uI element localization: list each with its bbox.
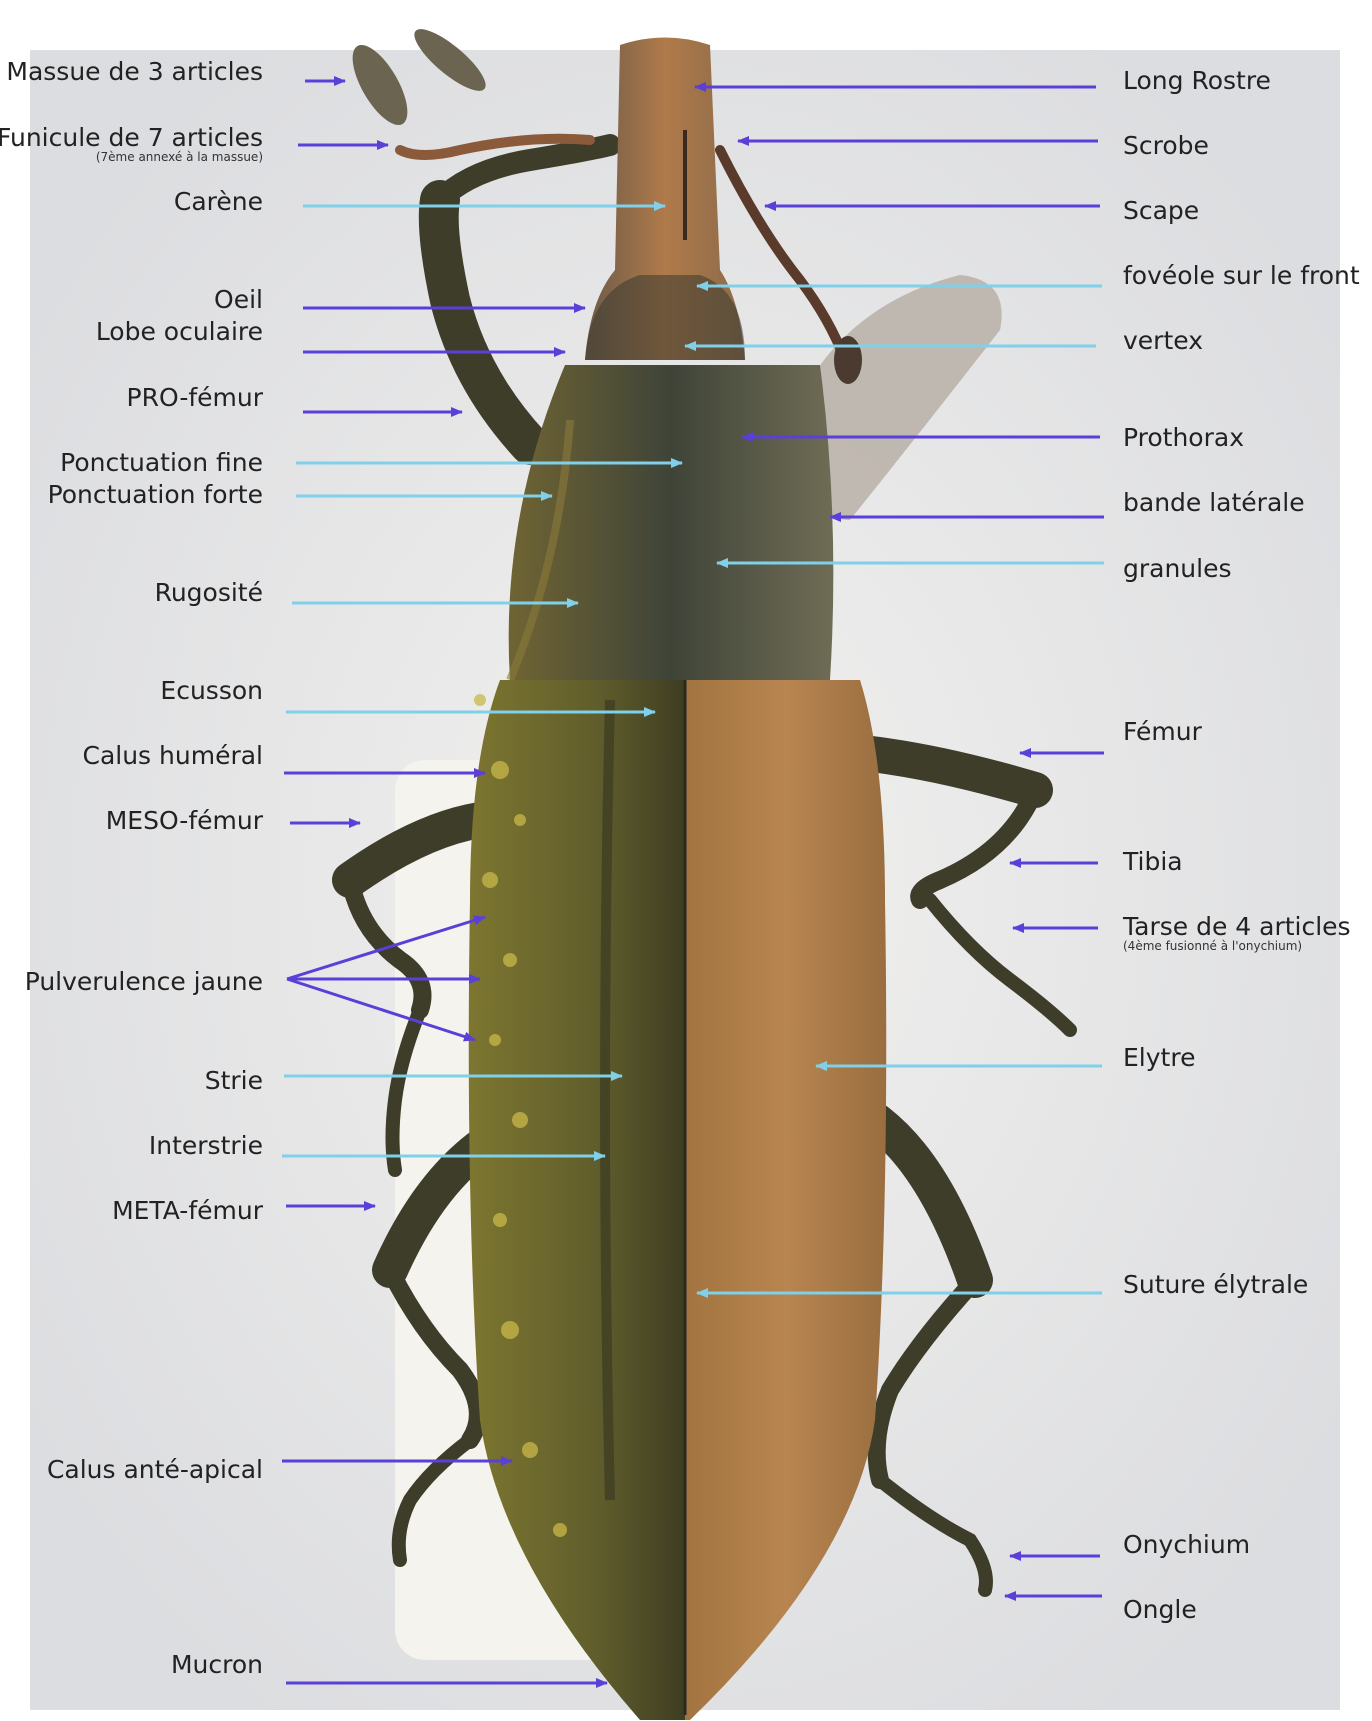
label-interstrie: Interstrie bbox=[149, 1133, 263, 1158]
label-pulverulence-jaune: Pulverulence jaune bbox=[25, 969, 263, 994]
label-bande-laterale: bande latérale bbox=[1123, 490, 1305, 515]
label-funicule-note: (7ème annexé à la massue) bbox=[96, 151, 263, 163]
label-pro-femur: PRO-fémur bbox=[127, 385, 264, 410]
label-calus-ante-apical: Calus anté-apical bbox=[47, 1457, 263, 1482]
label-tarse-note: (4ème fusionné à l'onychium) bbox=[1123, 940, 1302, 952]
label-tarse: Tarse de 4 articles bbox=[1123, 914, 1351, 939]
label-calus-humeral: Calus huméral bbox=[82, 743, 263, 768]
label-elytre: Elytre bbox=[1123, 1045, 1195, 1070]
label-foveole: fovéole sur le front bbox=[1123, 263, 1360, 288]
label-scape: Scape bbox=[1123, 198, 1199, 223]
label-carene: Carène bbox=[174, 189, 263, 214]
label-vertex: vertex bbox=[1123, 328, 1203, 353]
label-ponctuation-fine: Ponctuation fine bbox=[60, 450, 263, 475]
label-ponctuation-forte: Ponctuation forte bbox=[48, 482, 263, 507]
label-funicule: Funicule de 7 articles bbox=[0, 125, 263, 150]
label-rugosite: Rugosité bbox=[155, 580, 263, 605]
label-ongle: Ongle bbox=[1123, 1597, 1197, 1622]
label-massue: Massue de 3 articles bbox=[6, 59, 263, 84]
label-onychium: Onychium bbox=[1123, 1532, 1250, 1557]
label-femur: Fémur bbox=[1123, 719, 1202, 744]
label-meso-femur: MESO-fémur bbox=[106, 808, 263, 833]
label-prothorax: Prothorax bbox=[1123, 425, 1244, 450]
label-ecusson: Ecusson bbox=[160, 678, 263, 703]
label-lobe-oculaire: Lobe oculaire bbox=[96, 319, 263, 344]
label-long-rostre: Long Rostre bbox=[1123, 68, 1271, 93]
label-scrobe: Scrobe bbox=[1123, 133, 1209, 158]
label-strie: Strie bbox=[205, 1068, 263, 1093]
label-oeil: Oeil bbox=[214, 287, 263, 312]
label-meta-femur: META-fémur bbox=[112, 1198, 263, 1223]
label-granules: granules bbox=[1123, 556, 1232, 581]
label-tibia: Tibia bbox=[1123, 849, 1183, 874]
label-suture-elytrale: Suture élytrale bbox=[1123, 1272, 1308, 1297]
label-mucron: Mucron bbox=[171, 1652, 263, 1677]
